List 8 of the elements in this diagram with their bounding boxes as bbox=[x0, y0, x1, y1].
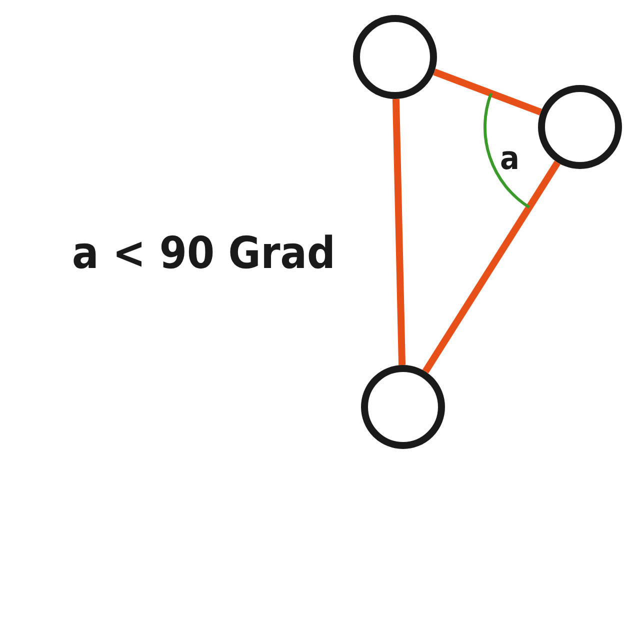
angle-condition-text: a < 90 Grad bbox=[72, 232, 336, 276]
angle-label: a bbox=[500, 142, 520, 174]
triangle-side bbox=[422, 160, 561, 374]
circle bbox=[361, 365, 445, 449]
triangle-side bbox=[433, 68, 542, 116]
circle bbox=[353, 15, 437, 99]
circle bbox=[538, 85, 622, 169]
triangle-side bbox=[392, 98, 406, 366]
